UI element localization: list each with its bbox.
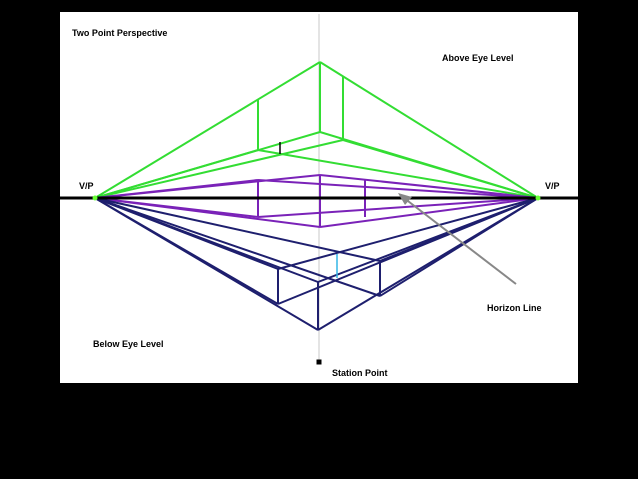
station-point-marker bbox=[316, 359, 322, 365]
above-eye-level-label: Above Eye Level bbox=[442, 53, 514, 63]
diagram-title: Two Point Perspective bbox=[72, 28, 167, 38]
vanishing-point-right bbox=[535, 195, 541, 201]
below-eye-level-label: Below Eye Level bbox=[93, 339, 164, 349]
vp-left-label: V/P bbox=[79, 181, 94, 191]
vp-right-label: V/P bbox=[545, 181, 560, 191]
below-eye-level-box bbox=[94, 197, 539, 331]
pointer-arrow bbox=[398, 193, 517, 285]
vanishing-point-left bbox=[92, 195, 98, 201]
horizon-line-label: Horizon Line bbox=[487, 303, 542, 313]
above-eye-level-box bbox=[94, 61, 539, 199]
station-point-label: Station Point bbox=[332, 368, 388, 378]
